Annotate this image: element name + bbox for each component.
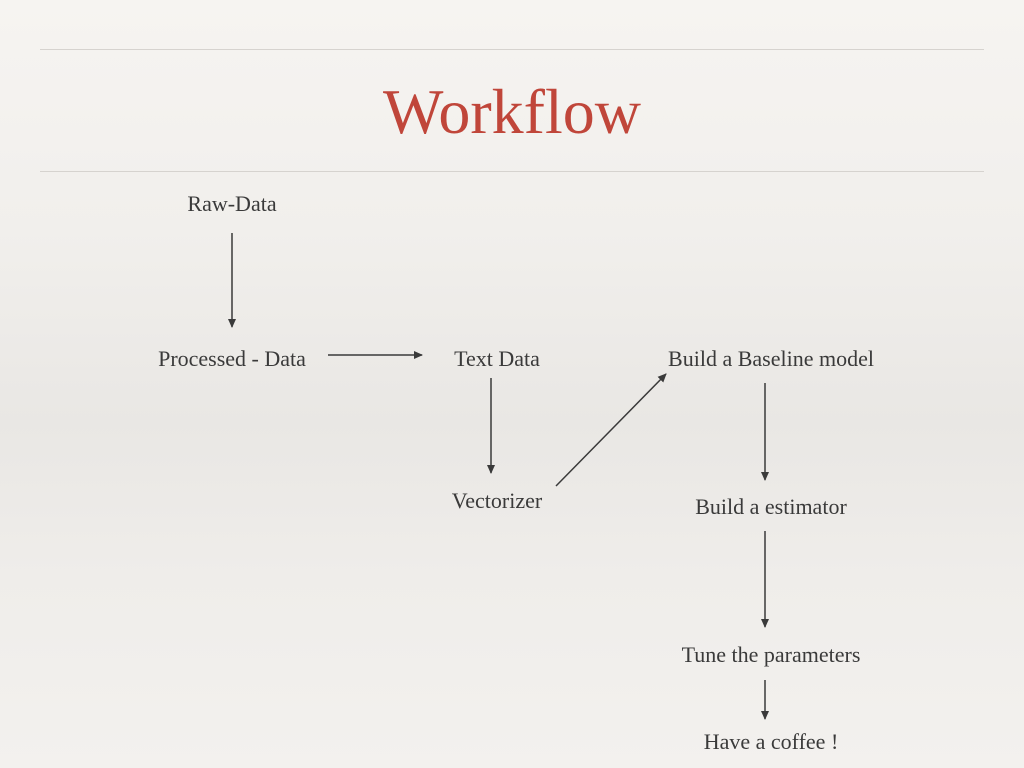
node-tune-parameters: Tune the parameters <box>681 642 861 667</box>
title-divider <box>40 171 984 172</box>
slide-title: Workflow <box>383 76 641 147</box>
node-coffee: Have a coffee ! <box>703 729 839 754</box>
node-vectorizer: Vectorizer <box>451 488 543 513</box>
node-baseline-model: Build a Baseline model <box>668 346 874 371</box>
node-text-data: Text Data <box>454 346 540 371</box>
top-divider <box>40 49 984 50</box>
node-processed-data: Processed - Data <box>158 346 306 371</box>
node-estimator: Build a estimator <box>695 494 847 519</box>
arrow-vectorizer-to-baseline <box>555 373 667 487</box>
node-raw-data: Raw-Data <box>187 191 277 216</box>
